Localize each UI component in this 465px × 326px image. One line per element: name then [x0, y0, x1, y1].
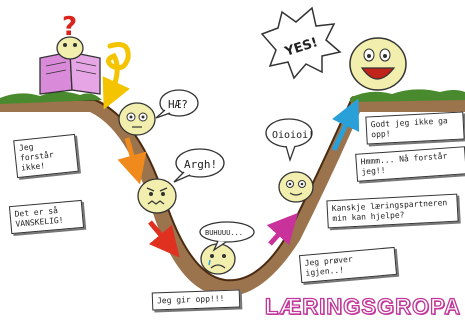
face-sad: [200, 243, 236, 275]
arrow-magenta: [266, 212, 299, 246]
arrow-orange: [117, 137, 147, 185]
svg-text:Oioioi!: Oioioi!: [272, 130, 314, 141]
bubble-argh: Argh!: [173, 148, 225, 183]
svg-text:BUHUUU...: BUHUUU...: [205, 229, 243, 237]
face-hopeful: [278, 171, 314, 203]
label-good: Godt jeg ikke ga opp!: [365, 111, 465, 145]
swirl-arrow: [102, 42, 131, 110]
bubble-hae: HÆ?: [155, 89, 199, 119]
grass-right: [350, 89, 465, 102]
arrow-cyan: [331, 98, 360, 152]
arrow-red: [148, 220, 180, 258]
star-burst-icon: [260, 6, 342, 80]
question-mark-icon: ?: [62, 12, 77, 42]
label-give-up: Jeg gir opp!!!: [151, 289, 241, 311]
svg-text:Argh!: Argh!: [184, 158, 217, 171]
bubble-buhuu: BUHUUU...: [199, 221, 255, 252]
svg-text:HÆ?: HÆ?: [168, 98, 188, 111]
label-dont-understand: Jeg forstår ikke!: [13, 133, 79, 179]
pit-outline: [0, 97, 465, 282]
reader-face: [56, 36, 84, 60]
book-icon: [39, 51, 101, 95]
face-happy: [349, 37, 407, 91]
face-angry: [137, 178, 177, 214]
grass-left: [0, 91, 102, 104]
page-title: LÆRINGSGROPA: [264, 293, 461, 319]
face-confused: [118, 102, 156, 136]
bubble-oioioi: Oioioi!: [265, 118, 314, 163]
